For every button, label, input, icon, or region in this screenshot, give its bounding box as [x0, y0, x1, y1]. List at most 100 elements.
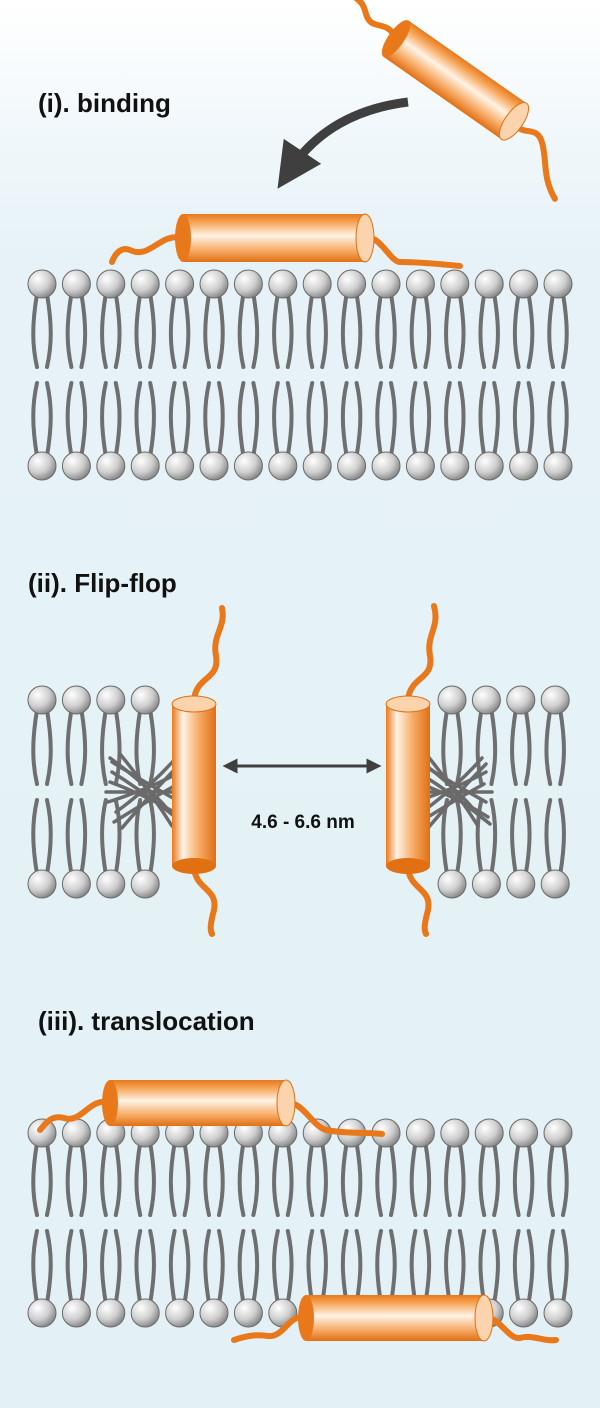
lipid: [471, 685, 501, 899]
binding-arrow: [277, 97, 409, 189]
panel-label-flip-flop: (ii). Flip-flop: [28, 568, 177, 598]
lipid: [540, 685, 570, 899]
lipid: [165, 1118, 195, 1328]
lipid-head-outer: [543, 1118, 573, 1148]
lipid: [440, 269, 470, 481]
lipid-head-outer: [471, 685, 501, 715]
lipid-head-inner: [268, 451, 298, 481]
lipid: [61, 269, 91, 481]
lipid-head-inner: [96, 451, 126, 481]
membrane-binding: [27, 269, 573, 481]
lipid: [509, 1118, 539, 1328]
lipid: [199, 269, 229, 481]
lipid-head-inner: [437, 869, 467, 899]
lipid-head-inner: [474, 451, 504, 481]
lipid-head-inner: [405, 451, 435, 481]
lipid: [474, 269, 504, 481]
lipid-head-outer: [474, 269, 504, 299]
lipid: [61, 1118, 91, 1328]
lipid: [130, 269, 160, 481]
lipid: [61, 685, 91, 899]
distance-label: 4.6 - 6.6 nm: [251, 812, 355, 833]
lipid-head-outer: [474, 1118, 504, 1148]
lipid-head-inner: [199, 451, 229, 481]
lipid-head-outer: [302, 269, 332, 299]
lipid-head-inner: [233, 451, 263, 481]
lipid: [371, 269, 401, 481]
lipid: [233, 269, 263, 481]
lipid-head-outer: [506, 685, 536, 715]
transmembrane-peptide-right: [385, 603, 439, 937]
membrane-flip-flop: [27, 685, 570, 899]
lipid-head-inner: [165, 1298, 195, 1328]
lipid: [233, 1118, 263, 1328]
lipid: [96, 685, 126, 899]
lipid-head-outer: [130, 685, 160, 715]
lipid-head-inner: [509, 1298, 539, 1328]
transmembrane-peptide-left: [171, 605, 226, 937]
lipid-head-outer: [543, 269, 573, 299]
lipid: [27, 269, 57, 481]
lipid: [268, 269, 298, 481]
incoming-peptide: [349, 0, 558, 202]
lipid-head-outer: [509, 269, 539, 299]
lipid: [27, 1118, 57, 1328]
lipid-head-inner: [471, 869, 501, 899]
lipid: [337, 269, 367, 481]
lipid-head-outer: [96, 269, 126, 299]
lipid-head-outer: [61, 1118, 91, 1148]
lipid-head-inner: [199, 1298, 229, 1328]
lipid-head-inner: [61, 869, 91, 899]
lipid-head-inner: [543, 451, 573, 481]
lipid-head-inner: [165, 451, 195, 481]
lipid-head-inner: [440, 451, 470, 481]
lipid: [302, 269, 332, 481]
lipid-head-outer: [371, 269, 401, 299]
membrane-translocation: [27, 1118, 573, 1328]
lipid-head-inner: [27, 451, 57, 481]
lipid-head-outer: [437, 685, 467, 715]
lipid-head-outer: [27, 1118, 57, 1148]
lipid-head-outer: [540, 685, 570, 715]
lipid-head-inner: [96, 869, 126, 899]
lipid-head-outer: [165, 269, 195, 299]
lipid: [96, 269, 126, 481]
lipid-head-inner: [509, 451, 539, 481]
lipid-head-outer: [96, 685, 126, 715]
lipid-head-inner: [543, 1298, 573, 1328]
lipid-head-outer: [199, 269, 229, 299]
lipid-head-inner: [27, 1298, 57, 1328]
lipid-head-inner: [27, 869, 57, 899]
lipid-head-outer: [61, 269, 91, 299]
lipid-head-inner: [96, 1298, 126, 1328]
lipid: [509, 269, 539, 481]
lipid-head-inner: [61, 1298, 91, 1328]
lipid-head-outer: [440, 269, 470, 299]
peptide-outer-leaflet: [37, 1079, 385, 1137]
lipid-head-inner: [130, 869, 160, 899]
lipid-head-outer: [509, 1118, 539, 1148]
lipid-head-outer: [440, 1118, 470, 1148]
lipid-head-outer: [337, 269, 367, 299]
lipid-head-inner: [302, 451, 332, 481]
lipid: [268, 1118, 298, 1328]
lipid: [543, 269, 573, 481]
lipid-head-inner: [130, 451, 160, 481]
lipid-head-inner: [371, 451, 401, 481]
lipid-head-inner: [61, 451, 91, 481]
lipid-head-outer: [405, 1118, 435, 1148]
lipid-head-outer: [233, 269, 263, 299]
lipid-head-inner: [130, 1298, 160, 1328]
lipid-head-inner: [540, 869, 570, 899]
lipid-head-outer: [27, 269, 57, 299]
lipid: [130, 1118, 160, 1328]
lipid-head-outer: [27, 685, 57, 715]
lipid-head-inner: [506, 869, 536, 899]
lipid: [543, 1118, 573, 1328]
lipid-head-outer: [268, 269, 298, 299]
lipid-head-inner: [337, 451, 367, 481]
panel-label-binding: (i). binding: [38, 88, 171, 118]
lipid: [27, 685, 57, 899]
peptide-inner-leaflet: [231, 1294, 559, 1344]
